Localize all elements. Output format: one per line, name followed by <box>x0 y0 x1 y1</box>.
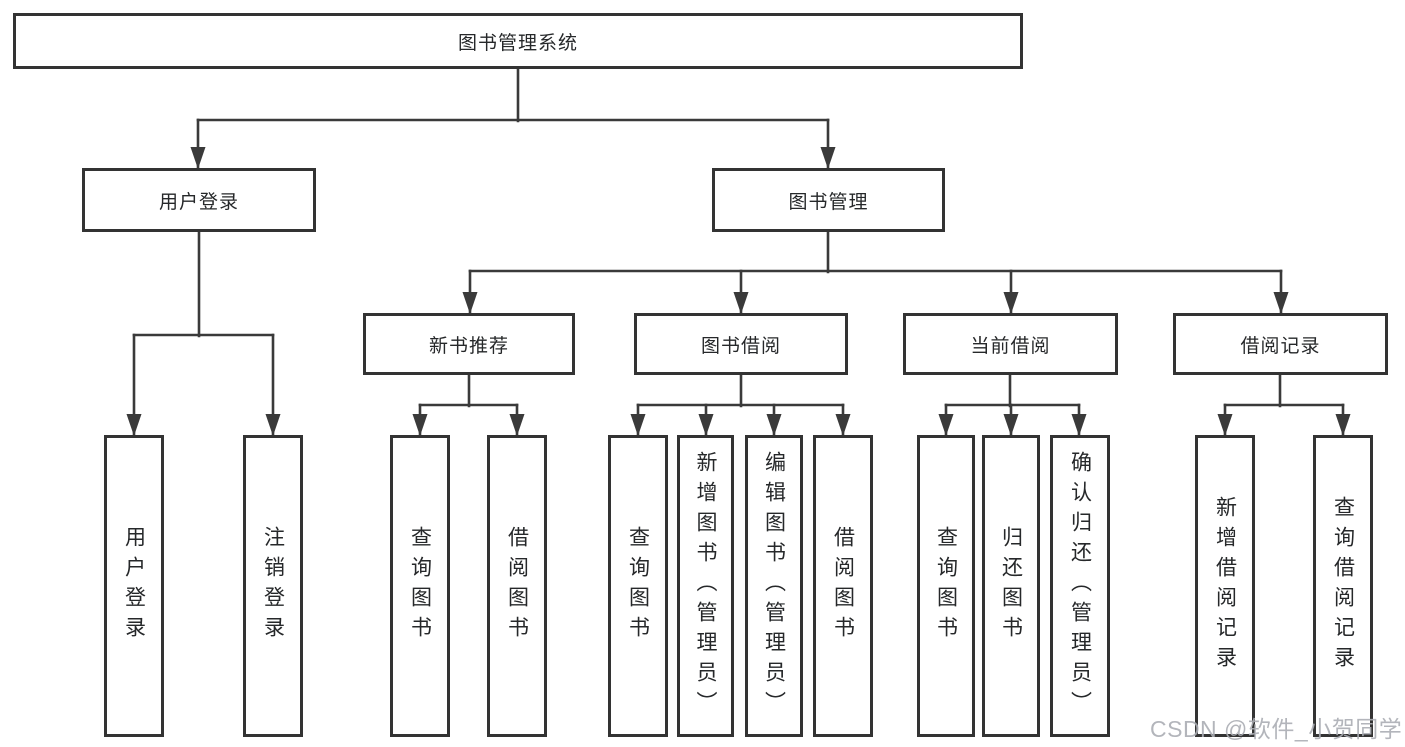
node-current-borrowing: 当前借阅 <box>903 313 1118 375</box>
leaf-add-book-admin: 新增图书（管理员） <box>677 435 734 737</box>
leaf-borrow-books-borrowing-label: 借阅图书 <box>831 526 855 646</box>
leaf-query-borrow-record: 查询借阅记录 <box>1313 435 1373 737</box>
leaf-borrow-books-recommend-label: 借阅图书 <box>505 526 529 646</box>
leaf-add-book-admin-label: 新增图书（管理员） <box>694 451 717 721</box>
leaf-query-books-current-label: 查询图书 <box>934 526 958 646</box>
leaf-query-books-borrowing-label: 查询图书 <box>626 526 650 646</box>
leaf-query-books-recommend: 查询图书 <box>390 435 450 737</box>
node-library-system: 图书管理系统 <box>13 13 1023 69</box>
leaf-confirm-return-admin-label: 确认归还（管理员） <box>1068 451 1092 721</box>
csdn-watermark: CSDN @软件_小贺同学 <box>1150 716 1403 742</box>
node-book-borrowing: 图书借阅 <box>634 313 848 375</box>
leaf-return-books-label: 归还图书 <box>999 526 1023 646</box>
leaf-query-books-recommend-label: 查询图书 <box>408 526 432 646</box>
leaf-user-login-label: 用户登录 <box>122 526 146 646</box>
leaf-user-login: 用户登录 <box>104 435 164 737</box>
leaf-query-books-borrowing: 查询图书 <box>608 435 668 737</box>
leaf-borrow-books-borrowing: 借阅图书 <box>813 435 873 737</box>
leaf-borrow-books-recommend: 借阅图书 <box>487 435 547 737</box>
leaf-add-borrow-record: 新增借阅记录 <box>1195 435 1255 737</box>
leaf-logout-label: 注销登录 <box>261 526 285 646</box>
node-user-login: 用户登录 <box>82 168 316 232</box>
leaf-confirm-return-admin: 确认归还（管理员） <box>1050 435 1110 737</box>
leaf-return-books: 归还图书 <box>982 435 1040 737</box>
node-new-book-recommendation: 新书推荐 <box>363 313 575 375</box>
leaf-query-borrow-record-label: 查询借阅记录 <box>1331 496 1355 676</box>
node-book-management: 图书管理 <box>712 168 945 232</box>
leaf-edit-book-admin-label: 编辑图书（管理员） <box>762 451 786 721</box>
leaf-logout: 注销登录 <box>243 435 303 737</box>
node-borrowing-records: 借阅记录 <box>1173 313 1388 375</box>
leaf-add-borrow-record-label: 新增借阅记录 <box>1213 496 1237 676</box>
leaf-query-books-current: 查询图书 <box>917 435 975 737</box>
leaf-edit-book-admin: 编辑图书（管理员） <box>745 435 803 737</box>
